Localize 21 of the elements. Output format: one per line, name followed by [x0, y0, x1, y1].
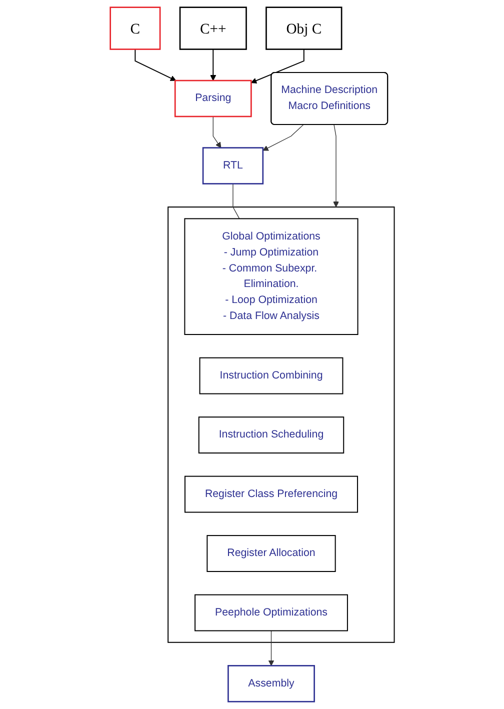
node-box: Instruction Combining [198, 357, 343, 394]
arrow [212, 116, 221, 148]
node-box: C [109, 6, 160, 50]
arrow [262, 124, 304, 151]
node-box: Assembly [227, 665, 315, 702]
cluster [167, 206, 394, 643]
arrow [134, 48, 176, 81]
arrow [210, 48, 216, 81]
node-box: Global Optimizations - Jump Optimization - Common Subexpr. Elimination. - Loop Optimization - Data Flow Analysis [184, 218, 358, 336]
arrow [332, 124, 339, 208]
node-box: Register Class Preferencing [184, 476, 358, 513]
node-box: RTL [202, 147, 264, 184]
node-box: Obj C [265, 6, 342, 50]
connector [232, 183, 240, 220]
node-box: Parsing [174, 80, 252, 118]
node-box: Register Allocation [206, 535, 336, 572]
arrow [268, 630, 274, 666]
node-box: C++ [179, 6, 247, 50]
arrow [250, 48, 304, 84]
node-box: Instruction Scheduling [198, 416, 344, 454]
node-box: Peephole Optimizations [194, 594, 348, 632]
